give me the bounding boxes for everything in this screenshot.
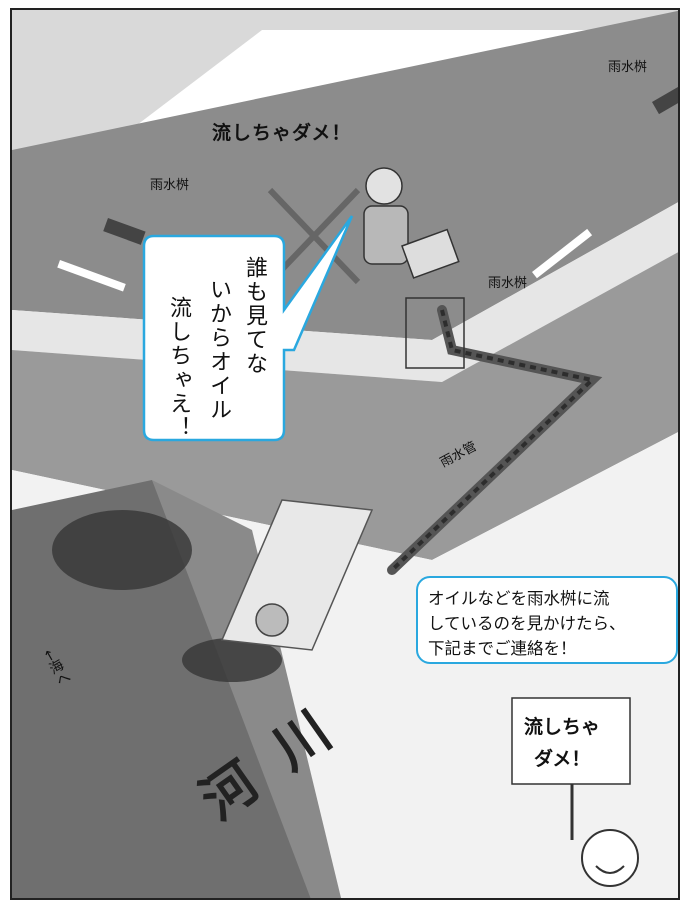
- oil-slick: [52, 510, 192, 590]
- drain-box: [405, 297, 465, 369]
- sign-text: ダメ！: [534, 748, 591, 770]
- drain-grate: [103, 218, 146, 245]
- sidewalk-top: [12, 10, 678, 220]
- river-bank: [152, 480, 342, 898]
- notice-line: しているのを見かけたら、: [428, 614, 626, 633]
- notice-line: オイルなどを雨水桝に流: [428, 589, 610, 608]
- storm-drain-label: 雨水桝: [608, 60, 648, 75]
- mascot-sign: 流しちゃ ダメ！: [512, 698, 630, 784]
- storm-drain-label: 雨水桝: [150, 178, 190, 193]
- speech-line: 誰も見てな: [242, 256, 267, 376]
- road-marking: [532, 228, 593, 279]
- scene-illustration: [12, 10, 678, 898]
- mascot-smile: [595, 865, 625, 874]
- pipe-outlet: [255, 603, 289, 637]
- oil-flow: [390, 309, 597, 572]
- storm-drain-label: 雨水桝: [488, 276, 528, 291]
- illustration-frame: 流しちゃダメ！ 雨水桝 雨水桝 雨水桝 雨水管 ←海へ 河川 誰も見てな いから…: [10, 8, 680, 900]
- mascot: [581, 829, 639, 887]
- speech-bubble: [142, 215, 354, 442]
- speech-line: いからオイル: [206, 278, 231, 422]
- person-pouring-oil: [363, 167, 460, 279]
- notice-box: オイルなどを雨水桝に流 しているのを見かけたら、 下記までご連絡を！: [416, 576, 678, 664]
- road-marking: [57, 260, 126, 292]
- warning-title: 流しちゃダメ！: [212, 122, 352, 144]
- notice-line: 下記までご連絡を！: [428, 639, 577, 658]
- sign-text: 流しちゃ: [524, 716, 601, 738]
- lower-road: [12, 252, 678, 560]
- oil-slick: [182, 638, 282, 682]
- drain-grate: [652, 86, 678, 115]
- speech-line: 流しちゃえ！: [166, 296, 191, 440]
